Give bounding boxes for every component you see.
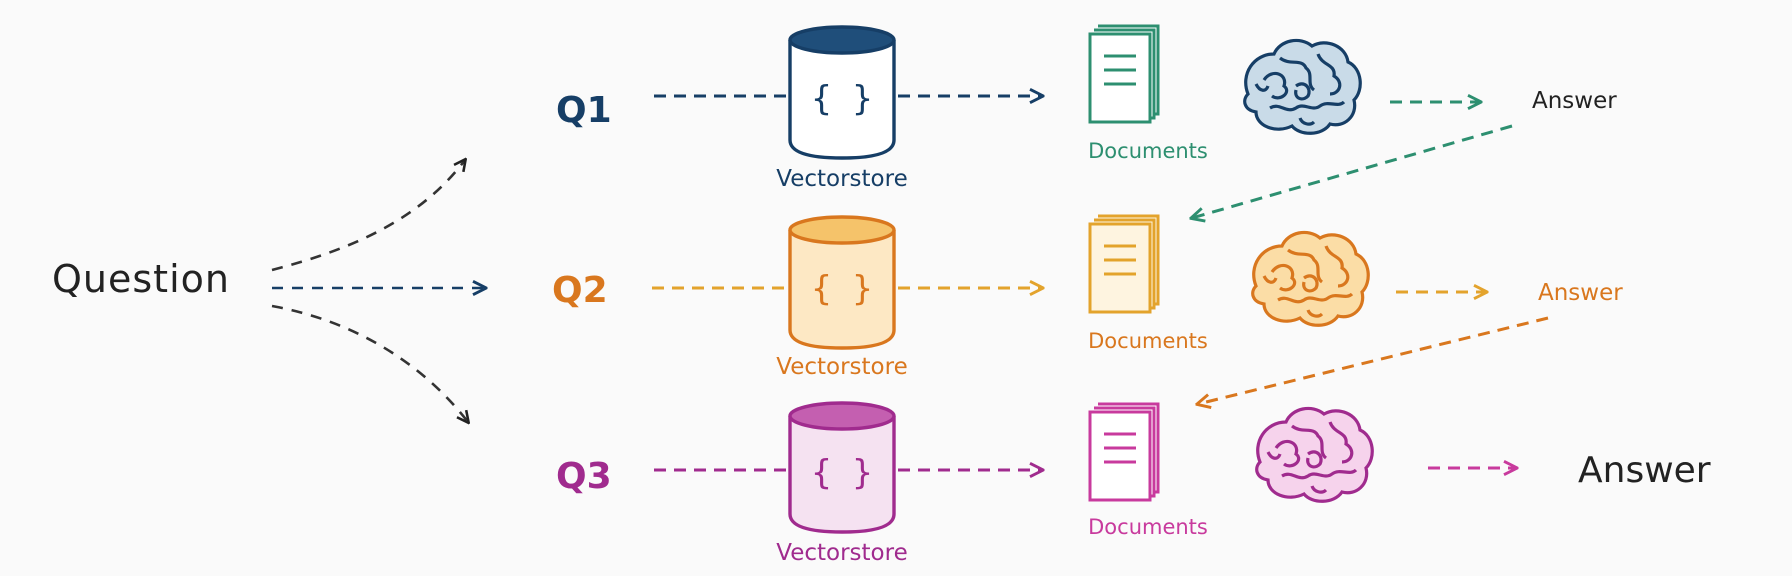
documents-label: Documents	[1088, 139, 1208, 163]
documents-icon	[1088, 402, 1160, 502]
arrow-question-to-q1	[271, 160, 465, 272]
vectorstore-symbol: { }	[811, 269, 872, 309]
row-1: Q1 { } Vectorstore Documents Answer	[556, 24, 1617, 218]
documents-label: Documents	[1088, 515, 1208, 539]
documents-icon	[1088, 214, 1160, 314]
question-label: Question	[52, 257, 230, 301]
vectorstore-label: Vectorstore	[776, 166, 907, 192]
arrow-answer1-to-documents2	[1192, 124, 1513, 218]
brain-icon	[1243, 38, 1362, 135]
arrow-answer2-to-documents3	[1198, 316, 1549, 404]
brain-icon	[1251, 230, 1370, 327]
vectorstore-label: Vectorstore	[776, 540, 907, 566]
documents-label: Documents	[1088, 329, 1208, 353]
query-label-q1: Q1	[556, 90, 612, 131]
brain-icon	[1255, 406, 1374, 503]
row-2: Q2 { } Vectorstore Documents Answer	[552, 214, 1623, 404]
arrow-question-to-q3	[271, 304, 468, 422]
final-answer-label: Answer	[1578, 450, 1711, 491]
query-label-q3: Q3	[556, 456, 612, 497]
database-icon	[788, 25, 896, 160]
query-label-q2: Q2	[552, 270, 608, 311]
documents-icon	[1088, 24, 1160, 124]
row-3: Q3 { } Vectorstore Documents Answer	[556, 401, 1711, 566]
vectorstore-symbol: { }	[811, 453, 872, 493]
answer-label: Answer	[1538, 280, 1623, 306]
vectorstore-label: Vectorstore	[776, 354, 907, 380]
database-icon	[788, 401, 896, 534]
database-icon	[788, 215, 896, 350]
answer-label: Answer	[1532, 88, 1617, 114]
vectorstore-symbol: { }	[811, 79, 872, 119]
